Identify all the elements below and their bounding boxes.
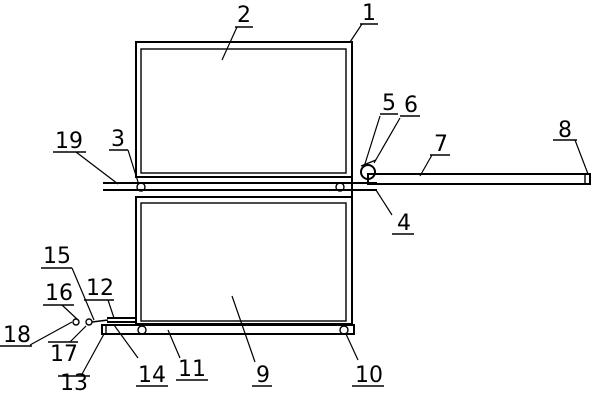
leader-4 — [375, 189, 393, 216]
hinge-lever — [360, 159, 377, 167]
label-1: 1 — [362, 1, 376, 26]
lower-frame — [135, 196, 353, 325]
leader-17 — [69, 325, 87, 343]
latch-link — [91, 319, 109, 323]
rail-right-roller — [339, 325, 349, 335]
leader-16 — [61, 304, 79, 321]
leader-9 — [231, 295, 256, 363]
leader-19 — [75, 151, 119, 185]
leader-10 — [345, 333, 359, 361]
lower-frame-inner — [140, 202, 347, 322]
label-8: 8 — [558, 118, 572, 143]
label-10: 10 — [355, 363, 383, 388]
label-9: 9 — [256, 363, 270, 388]
leader-15 — [71, 267, 95, 321]
leader-2 — [221, 26, 238, 61]
leader-5 — [363, 115, 381, 168]
handle-rod — [367, 173, 591, 185]
latch-assembly — [72, 317, 137, 326]
upper-frame — [135, 41, 353, 178]
label-11: 11 — [178, 357, 206, 382]
leader-6 — [373, 117, 401, 164]
label-16: 16 — [45, 281, 73, 306]
upper-frame-inner — [140, 48, 347, 174]
leader-12 — [107, 299, 115, 319]
label-13: 13 — [60, 371, 88, 396]
label-19: 19 — [55, 129, 83, 154]
bottom-rail — [101, 324, 355, 335]
leader-13 — [80, 333, 105, 377]
callout-labels: 1 2 3 4 5 6 7 8 9 10 11 12 13 14 15 16 1 — [0, 1, 577, 396]
hinge-joint — [351, 159, 377, 201]
upper-frame-outer — [135, 41, 353, 178]
leader-14 — [113, 324, 139, 359]
label-3: 3 — [111, 127, 125, 152]
lower-frame-outer — [135, 196, 353, 325]
axle-left-pivot — [136, 182, 146, 192]
hinge-pin — [360, 164, 376, 180]
label-14: 14 — [138, 363, 166, 388]
label-17: 17 — [50, 342, 78, 367]
leader-3 — [127, 149, 139, 183]
rail-left-roller — [137, 325, 147, 335]
middle-axle — [103, 182, 377, 192]
leader-18 — [29, 321, 73, 346]
label-15: 15 — [43, 244, 71, 269]
label-5: 5 — [382, 91, 396, 116]
leader-8 — [574, 139, 589, 175]
leader-lines — [29, 23, 589, 377]
leader-1 — [349, 23, 363, 43]
latch-ring-right — [85, 318, 93, 326]
label-7: 7 — [434, 132, 448, 157]
axle-right-pivot — [335, 182, 345, 192]
label-12: 12 — [86, 276, 114, 301]
latch-ring-left — [72, 318, 80, 326]
bottom-rail-body — [101, 324, 355, 335]
leader-11 — [167, 329, 181, 359]
label-18: 18 — [3, 323, 31, 348]
leader-7 — [419, 154, 433, 177]
label-4: 4 — [397, 211, 411, 236]
label-2: 2 — [237, 3, 251, 28]
handle-rod-body — [367, 173, 591, 185]
label-6: 6 — [404, 93, 418, 118]
